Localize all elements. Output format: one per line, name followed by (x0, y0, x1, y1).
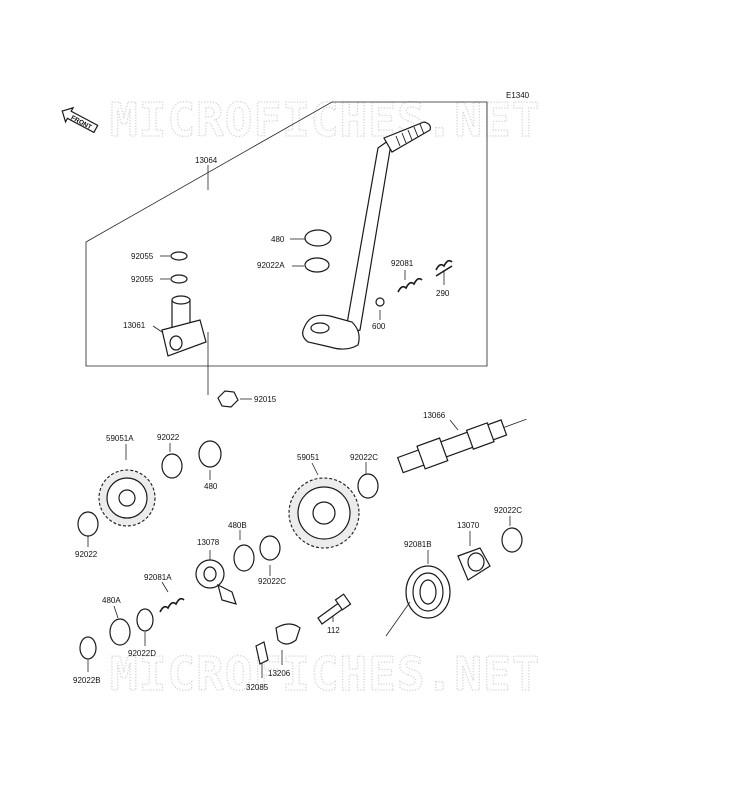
label-92081B: 92081B (404, 540, 432, 549)
kick-pedal-13064 (302, 121, 431, 350)
washer-92022-top (161, 453, 183, 479)
circlip-480-mid (198, 440, 222, 468)
bolt-112 (317, 593, 352, 625)
washer-92022A (304, 257, 330, 273)
label-92022C-a: 92022C (350, 453, 378, 462)
spring-92081 (397, 277, 423, 293)
washer-92022D (136, 608, 154, 632)
stopper-32085 (255, 641, 269, 665)
label-92022B: 92022B (73, 676, 101, 685)
gear-59051 (288, 477, 360, 549)
ball-600 (375, 297, 385, 307)
o-ring-92055-b (170, 274, 188, 284)
label-13206: 13206 (268, 669, 291, 678)
label-13066: 13066 (423, 411, 446, 420)
label-92055-a: 92055 (131, 252, 154, 261)
label-92022-top: 92022 (157, 433, 180, 442)
leader-lines (87, 165, 511, 678)
circlip-480B (233, 544, 255, 572)
washer-92022C-c (501, 527, 523, 553)
label-92081A: 92081A (144, 573, 172, 582)
label-112: 112 (327, 626, 340, 635)
label-480-top: 480 (271, 235, 285, 244)
kick-spring-92081B (385, 565, 451, 637)
watermark-bottom: MICROFICHES.NET (110, 647, 540, 701)
washer-92022C-a (357, 473, 379, 499)
front-arrow-icon: FRONT (61, 106, 99, 134)
kick-boss-13061 (161, 295, 207, 357)
ratchet-13078 (195, 559, 237, 605)
knob-290 (435, 259, 453, 277)
plate-13206 (275, 623, 301, 645)
assembly-outline (85, 101, 488, 367)
label-92055-b: 92055 (131, 275, 154, 284)
washer-92022B (79, 636, 97, 660)
nut-92015 (217, 390, 239, 408)
label-59051: 59051 (297, 453, 320, 462)
label-13061: 13061 (123, 321, 146, 330)
label-600: 600 (372, 322, 386, 331)
kick-shaft-13066 (396, 418, 527, 474)
guide-13070 (457, 547, 491, 581)
washer-92022-bottom (77, 511, 99, 537)
label-480-mid: 480 (204, 482, 218, 491)
label-32085: 32085 (246, 683, 269, 692)
washer-92022C-b (259, 535, 281, 561)
watermark-top: MICROFICHES.NET (110, 93, 540, 147)
diagram-code: E1340 (506, 91, 530, 100)
circlip-480-top (304, 229, 332, 247)
label-92015: 92015 (254, 395, 277, 404)
spring-92081A (159, 597, 185, 613)
label-92022D: 92022D (128, 649, 156, 658)
label-290: 290 (436, 289, 450, 298)
label-92081: 92081 (391, 259, 414, 268)
label-59051A: 59051A (106, 434, 134, 443)
label-92022C-b: 92022C (258, 577, 286, 586)
o-ring-92055-a (170, 251, 188, 261)
circlip-480A (109, 618, 131, 646)
gear-59051A (98, 469, 156, 527)
label-13070: 13070 (457, 521, 480, 530)
label-480A: 480A (102, 596, 121, 605)
label-13064: 13064 (195, 156, 218, 165)
label-13078: 13078 (197, 538, 220, 547)
label-480B: 480B (228, 521, 247, 530)
label-92022C-c: 92022C (494, 506, 522, 515)
label-92022-bottom: 92022 (75, 550, 98, 559)
label-92022A: 92022A (257, 261, 285, 270)
